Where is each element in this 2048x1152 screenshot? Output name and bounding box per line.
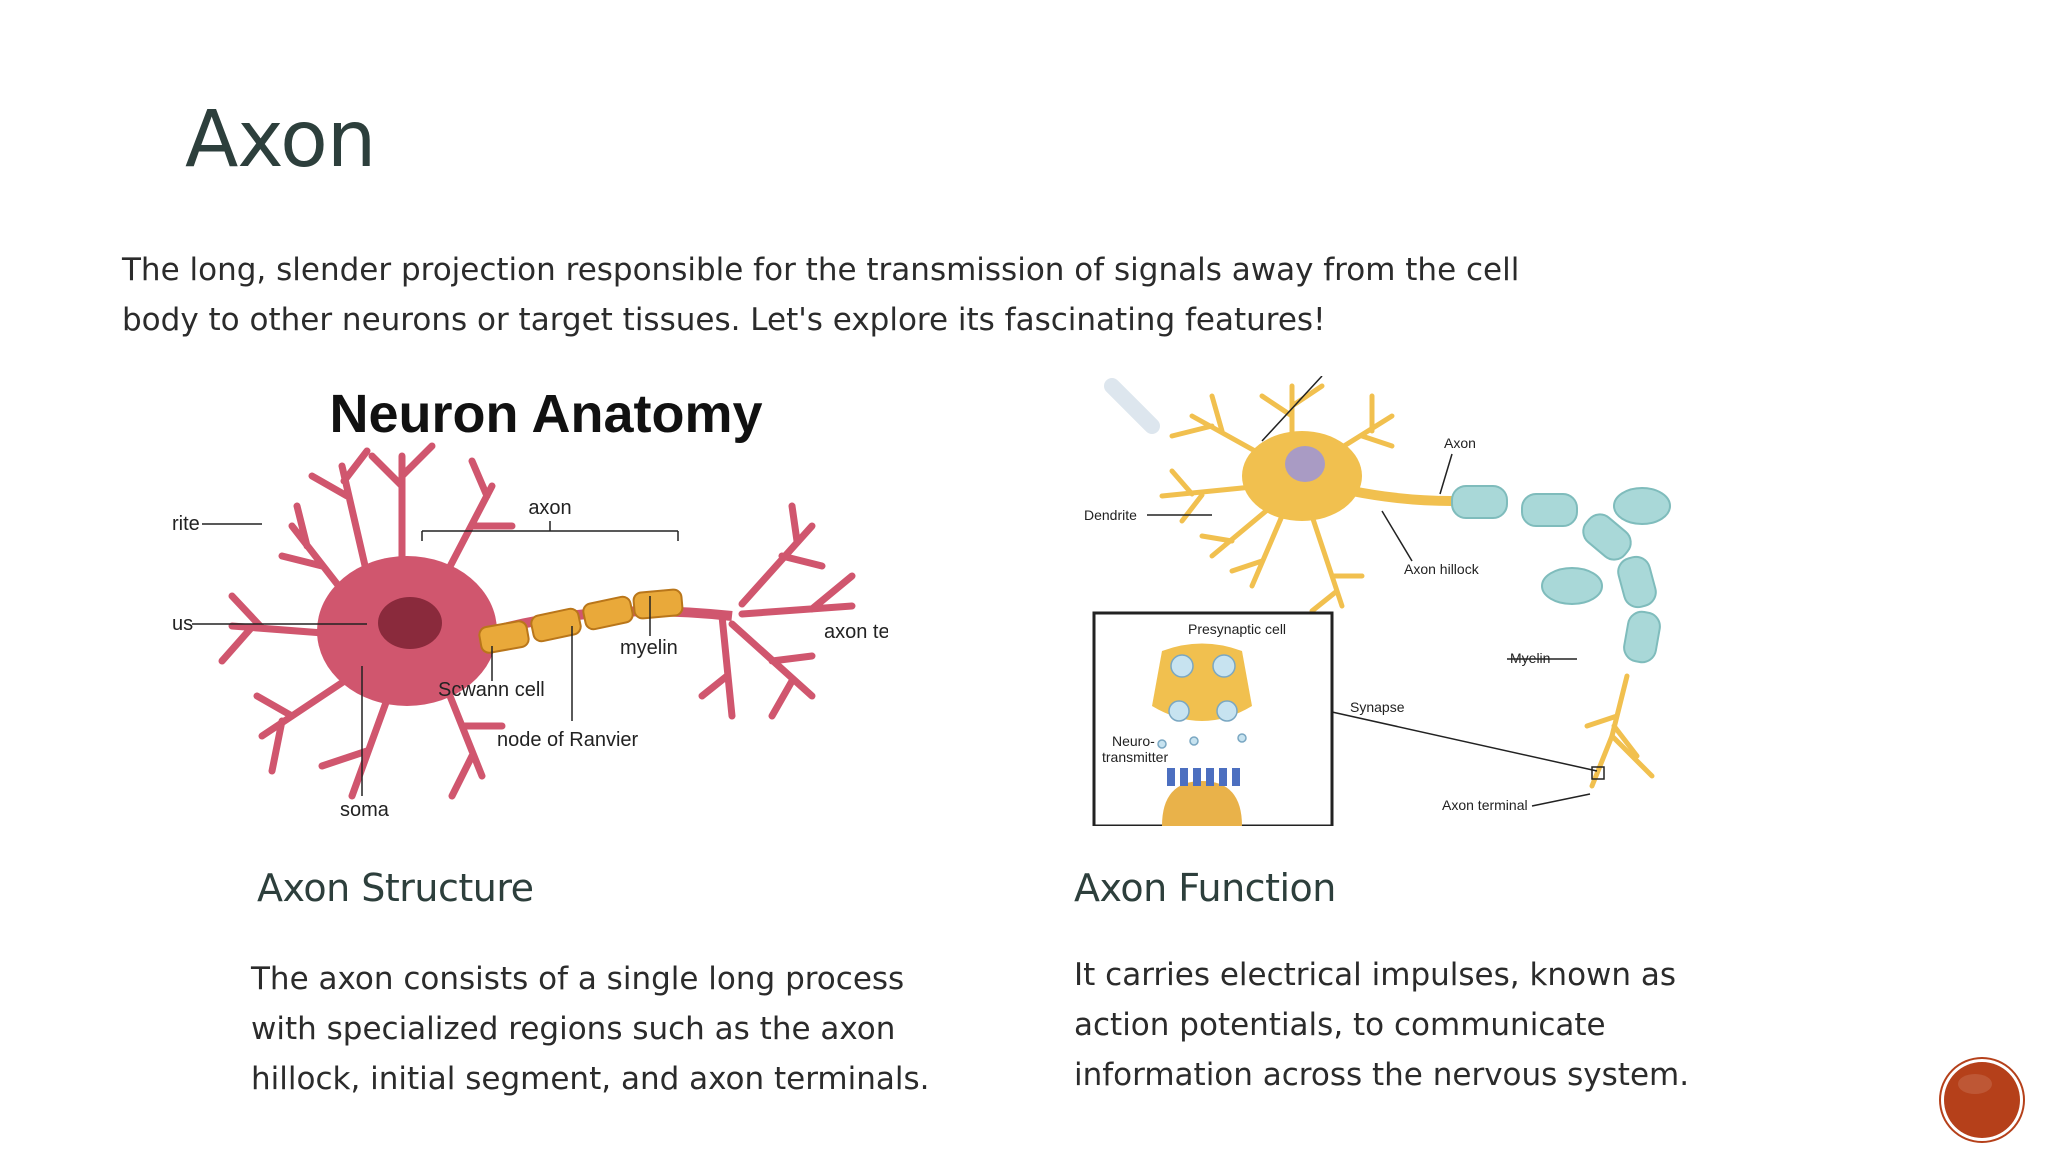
label-axon-terminal-right: Axon terminal xyxy=(1442,797,1528,813)
neuron-anatomy-illustration: Neuron Anatomy xyxy=(172,384,888,821)
neuron-synapse-image: Axon Dendrite Axon hillock Presynaptic c… xyxy=(1012,376,1728,826)
label-node-of-ranvier: node of Ranvier xyxy=(497,729,639,751)
slide-nav-button[interactable] xyxy=(1944,1062,2020,1138)
axon-function-text: It carries electrical impulses, known as… xyxy=(1074,957,1690,1093)
neuron-synapse-illustration: Axon Dendrite Axon hillock Presynaptic c… xyxy=(1084,376,1671,826)
label-myelin-right: Myelin xyxy=(1510,650,1550,666)
label-neurotransmitter-1: Neuro- xyxy=(1112,733,1155,749)
label-axon: axon xyxy=(528,497,571,519)
label-nucleus: us xyxy=(172,613,193,635)
label-dendrite-right: Dendrite xyxy=(1084,507,1137,523)
label-synapse: Synapse xyxy=(1350,699,1405,715)
label-axon-right: Axon xyxy=(1444,435,1476,451)
teal-myelin xyxy=(1451,485,1671,664)
terminal-branches xyxy=(1584,673,1655,789)
vesicles xyxy=(1157,654,1247,749)
intro-paragraph: The long, slender projection responsible… xyxy=(122,252,1520,338)
yellow-nucleus xyxy=(1285,446,1325,482)
slide-title: Axon xyxy=(185,95,376,185)
neuron-anatomy-image: Neuron Anatomy xyxy=(172,376,888,826)
receptors xyxy=(1167,768,1240,786)
label-presynaptic-cell: Presynaptic cell xyxy=(1188,621,1286,637)
axon-function-heading: Axon Function xyxy=(1074,866,1336,910)
axon-structure-text: The axon consists of a single long proce… xyxy=(251,961,930,1097)
label-soma: soma xyxy=(340,799,390,821)
label-lines xyxy=(192,521,679,796)
label-neurotransmitter-2: transmitter xyxy=(1102,749,1168,765)
label-dendrite: rite xyxy=(172,513,200,535)
label-myelin: myelin xyxy=(620,637,678,659)
right-label-lines xyxy=(1147,376,1605,807)
neighbour-axon xyxy=(1104,378,1160,434)
dendrites xyxy=(218,442,856,800)
circle-button-icon xyxy=(1958,1074,1992,1094)
label-axon-hillock: Axon hillock xyxy=(1404,561,1480,577)
label-schwann-cell: Scwann cell xyxy=(438,679,545,701)
label-axon-terminal: axon te xyxy=(824,621,888,643)
postsynaptic-membrane xyxy=(1162,781,1242,826)
neuron-anatomy-heading: Neuron Anatomy xyxy=(329,384,762,444)
axon-structure-heading: Axon Structure xyxy=(257,866,534,910)
myelin-segments xyxy=(478,588,684,654)
nucleus xyxy=(378,597,442,649)
yellow-axon xyxy=(1351,486,1453,506)
